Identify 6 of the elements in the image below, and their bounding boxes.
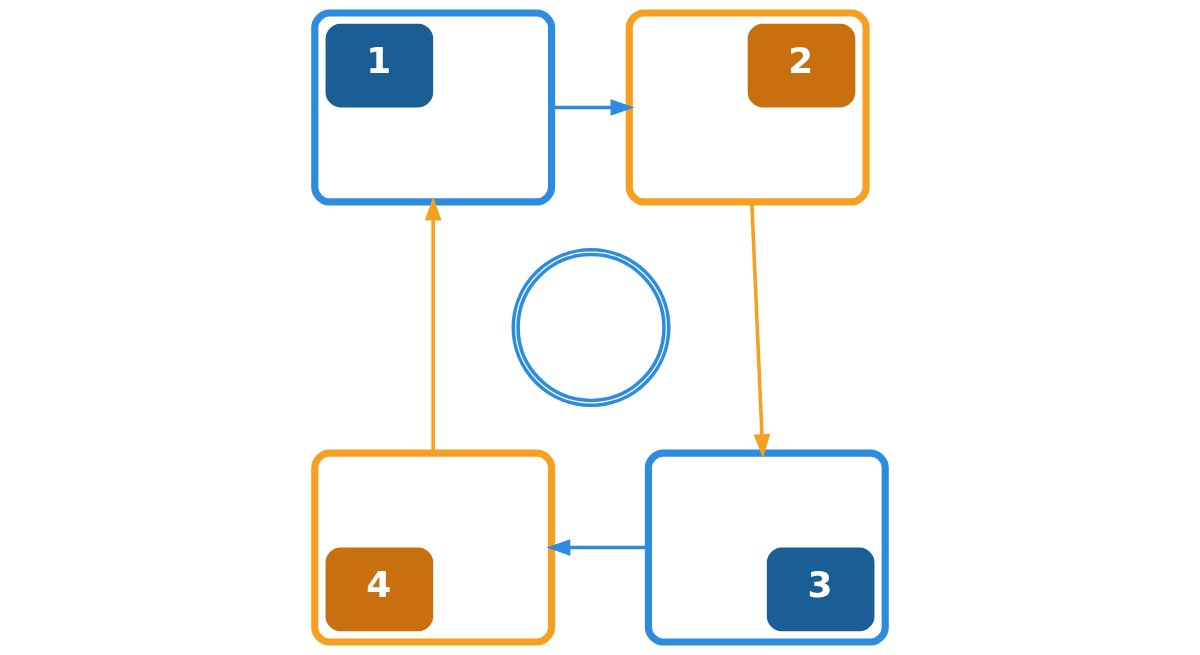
node-box: 3	[644, 449, 889, 646]
node-circle	[511, 247, 671, 408]
node-box: 1	[311, 9, 556, 206]
arrow	[424, 196, 442, 453]
node-box: 4	[311, 449, 556, 646]
node-box: 2	[625, 9, 870, 206]
